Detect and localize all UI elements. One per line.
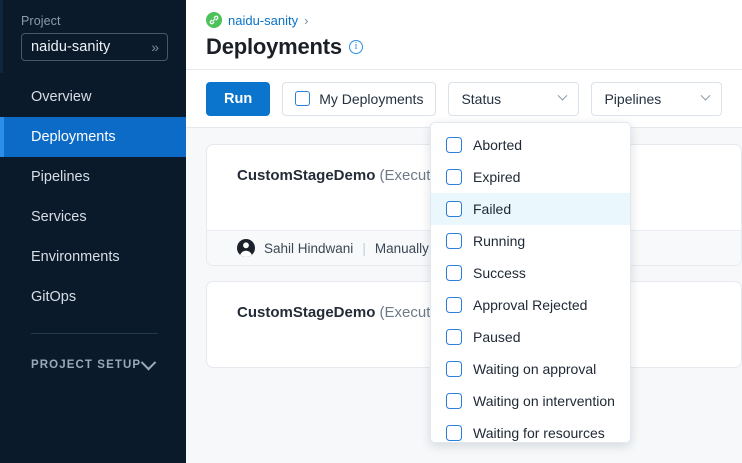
sidebar-item-deployments[interactable]: Deployments [0, 117, 186, 157]
project-label: Project [21, 14, 61, 28]
info-icon[interactable]: i [348, 40, 363, 54]
sidebar-item-services[interactable]: Services [0, 197, 186, 237]
sidebar-item-label: GitOps [31, 289, 77, 305]
breadcrumb-separator: › [304, 12, 309, 28]
sidebar-item-label: Pipelines [31, 169, 90, 185]
status-option-waiting-on-approval[interactable]: Waiting on approval [431, 353, 630, 385]
project-selector-value: naidu-sanity [31, 39, 111, 55]
checkbox[interactable] [446, 137, 462, 153]
checkbox[interactable] [446, 233, 462, 249]
sidebar-item-label: Deployments [31, 129, 116, 145]
checkbox[interactable] [446, 169, 462, 185]
status-option-running[interactable]: Running [431, 225, 630, 257]
breadcrumb: naidu-sanity › [206, 10, 742, 30]
checkbox[interactable] [446, 393, 462, 409]
pipelines-filter-label: Pipelines [604, 90, 662, 107]
toolbar: Run My Deployments Status Pipelines [186, 70, 742, 128]
sidebar-item-gitops[interactable]: GitOps [0, 277, 186, 317]
status-option-label: Waiting on intervention [473, 393, 615, 409]
checkbox[interactable] [446, 425, 462, 441]
chevron-down-icon [701, 90, 711, 101]
status-option-expired[interactable]: Expired [431, 161, 630, 193]
project-selector[interactable]: naidu-sanity » [21, 33, 168, 61]
footer-separator: | [362, 240, 366, 256]
status-dropdown-menu[interactable]: Aborted Expired Failed Running Success A… [430, 122, 631, 443]
my-deployments-filter[interactable]: My Deployments [282, 81, 437, 116]
project-setup-section[interactable]: PROJECT SETUP [0, 348, 186, 382]
sidebar-item-environments[interactable]: Environments [0, 237, 186, 277]
page-title: Deployments [206, 34, 342, 59]
chevron-double-right-icon: » [151, 39, 159, 55]
sidebar-top-accent [0, 0, 3, 73]
checkbox[interactable] [446, 265, 462, 281]
avatar [237, 239, 255, 257]
sidebar: Project naidu-sanity » Overview Deployme… [0, 0, 186, 463]
status-option-label: Failed [473, 201, 512, 217]
chevron-down-icon [140, 354, 157, 370]
status-option-label: Waiting on approval [473, 361, 597, 377]
status-option-success[interactable]: Success [431, 257, 630, 289]
my-deployments-checkbox[interactable] [295, 91, 311, 106]
status-option-approval-rejected[interactable]: Approval Rejected [431, 289, 630, 321]
deployment-user: Sahil Hindwani [264, 240, 354, 256]
status-option-aborted[interactable]: Aborted [431, 129, 630, 161]
sidebar-item-pipelines[interactable]: Pipelines [0, 157, 186, 197]
checkbox[interactable] [446, 201, 462, 217]
main-area: naidu-sanity › Deployments i Run My Depl… [186, 0, 742, 463]
status-option-label: Expired [473, 169, 521, 185]
my-deployments-label: My Deployments [319, 90, 424, 107]
status-filter-dropdown[interactable]: Status [448, 81, 580, 116]
chevron-down-icon [558, 90, 568, 101]
status-option-label: Approval Rejected [473, 297, 588, 313]
sidebar-item-overview[interactable]: Overview [0, 77, 186, 117]
sidebar-item-label: Overview [31, 89, 92, 105]
sidebar-divider [31, 333, 158, 334]
page-header: naidu-sanity › Deployments i [186, 0, 742, 70]
project-setup-label: PROJECT SETUP [31, 359, 142, 371]
deployment-trigger: Manually [374, 240, 429, 256]
status-option-waiting-for-resources[interactable]: Waiting for resources [431, 417, 630, 442]
status-option-label: Waiting for resources [473, 425, 605, 441]
status-option-label: Aborted [473, 137, 523, 153]
status-option-paused[interactable]: Paused [431, 321, 630, 353]
sidebar-item-label: Environments [31, 249, 120, 265]
run-button[interactable]: Run [206, 81, 271, 116]
deployment-name: CustomStageDemo [237, 167, 376, 184]
status-filter-label: Status [461, 90, 502, 107]
checkbox[interactable] [446, 329, 462, 345]
pipelines-filter-dropdown[interactable]: Pipelines [591, 81, 723, 116]
status-option-waiting-on-intervention[interactable]: Waiting on intervention [431, 385, 630, 417]
deployment-name: CustomStageDemo [237, 304, 376, 321]
sidebar-nav: Overview Deployments Pipelines Services … [0, 77, 186, 317]
status-option-label: Paused [473, 329, 521, 345]
breadcrumb-project-link[interactable]: naidu-sanity [228, 12, 299, 28]
project-link-icon [206, 12, 222, 28]
status-option-label: Running [473, 233, 526, 249]
sidebar-item-label: Services [31, 209, 87, 225]
checkbox[interactable] [446, 297, 462, 313]
status-option-label: Success [473, 265, 526, 281]
checkbox[interactable] [446, 361, 462, 377]
status-option-failed[interactable]: Failed [431, 193, 630, 225]
page-title-row: Deployments i [206, 34, 742, 60]
